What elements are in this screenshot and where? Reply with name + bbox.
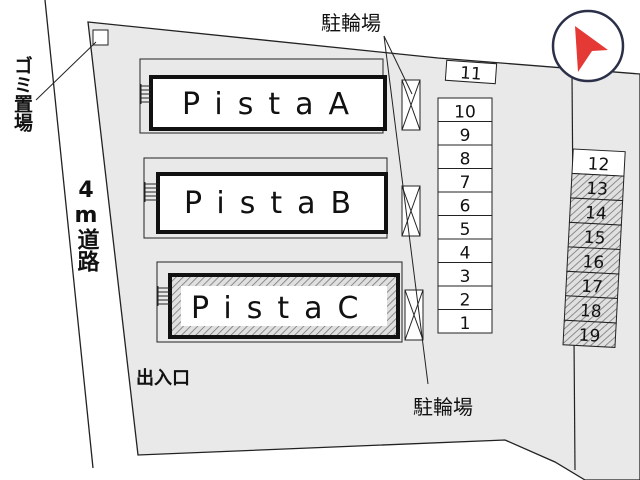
compass: [551, 9, 625, 83]
parking-space-1: 1: [437, 309, 493, 334]
parking-space-15: 15: [567, 221, 622, 251]
bike-box-2: [401, 185, 421, 237]
building-b-label: PistaB: [184, 186, 366, 221]
entrance-steps-a: [140, 84, 151, 104]
bike-leader-top-2: [383, 35, 429, 385]
bike-parking-label-top: 駐輪場: [321, 11, 381, 35]
building-c: PistaC: [156, 261, 403, 343]
parking-space-4: 4: [437, 238, 493, 264]
parking-space-9: 9: [437, 121, 493, 146]
parking-space-16: 16: [566, 246, 621, 275]
parking-space-label: 18: [579, 301, 602, 322]
entrance-label: 出入口: [136, 367, 190, 389]
garbage-area: [92, 29, 109, 46]
road-edge-line: [44, 0, 94, 469]
entrance-steps-b: [144, 182, 158, 202]
garbage-leader: [35, 41, 97, 101]
bike-box-3: [404, 289, 424, 341]
parking-space-label: 14: [585, 203, 608, 224]
parking-space-label: 10: [454, 103, 476, 123]
parking-space-label: 7: [460, 173, 471, 193]
building-b: PistaB: [143, 157, 388, 239]
parking-space-19: 19: [562, 319, 617, 348]
parking-space-8: 8: [437, 144, 493, 170]
parking-space-7: 7: [437, 168, 493, 193]
parking-space-label: 3: [460, 267, 471, 287]
parking-space-label: 1: [460, 314, 471, 334]
parking-space-10: 10: [437, 97, 493, 123]
bike-box-1: [401, 79, 421, 131]
parking-space-17: 17: [565, 270, 620, 300]
bike-parking-label-bottom: 駐輪場: [413, 395, 473, 419]
lot-area: [87, 21, 640, 480]
parking-space-18: 18: [563, 295, 619, 324]
parking-space-label: 12: [587, 154, 610, 175]
parking-space-5: 5: [437, 215, 493, 240]
parking-space-label: 4: [460, 244, 471, 264]
parking-space-2: 2: [437, 285, 493, 311]
parking-space-label: 2: [460, 291, 471, 311]
parking-right-column: 12 13 14 15 16 17 18 19: [562, 148, 626, 348]
parking-space-label: 13: [586, 179, 609, 200]
bike-leader-top-1: [383, 35, 413, 95]
parking-space-label: 15: [583, 228, 606, 249]
garbage-label: ゴミ置場: [11, 55, 33, 133]
building-a: PistaA: [139, 58, 387, 134]
parking-space-label: 8: [460, 150, 471, 170]
north-arrow-icon: [575, 26, 608, 72]
parking-space-label: 6: [460, 197, 471, 217]
parking-space-label: 17: [581, 277, 604, 298]
building-a-label: PistaA: [182, 87, 364, 122]
parking-space-13: 13: [570, 172, 625, 202]
road-label: 4m道路: [74, 178, 100, 272]
parking-space-3: 3: [437, 262, 493, 287]
parking-space-6: 6: [437, 191, 493, 217]
parking-space-14: 14: [568, 197, 624, 226]
building-c-label: PistaC: [191, 291, 374, 326]
parking-space-label: 11: [459, 63, 482, 84]
parking-space-label: 5: [460, 220, 471, 240]
parking-space-label: 16: [582, 252, 605, 273]
parking-space-11: 11: [444, 59, 498, 85]
parking-space-12: 12: [571, 148, 626, 177]
parking-space-label: 9: [460, 126, 471, 146]
entrance-steps-c: [157, 286, 170, 306]
parking-space-label: 19: [578, 326, 601, 347]
parking-left-column: 11 10 9 8 7 6 5 4 3 2 1: [437, 59, 498, 334]
